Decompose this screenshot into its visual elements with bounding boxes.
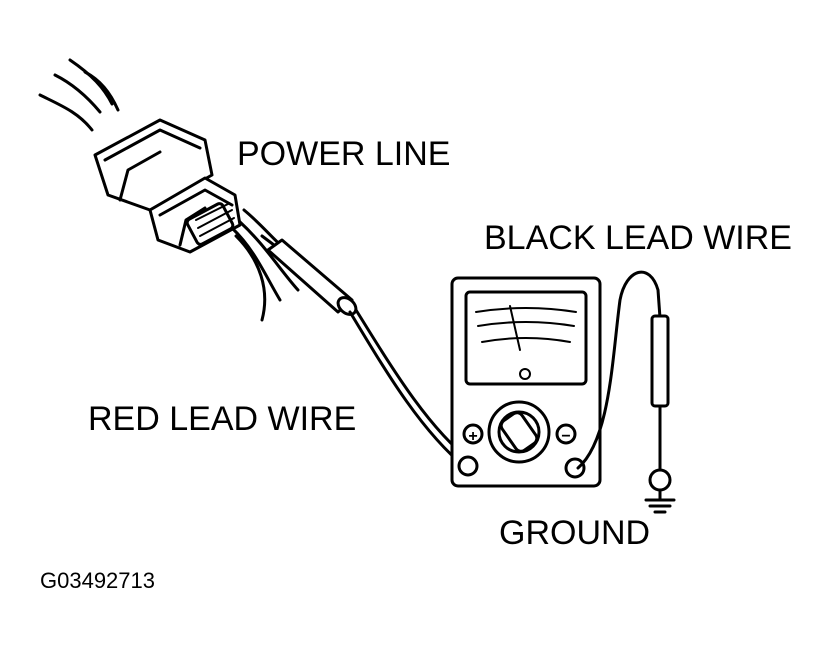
minus-terminal-sign: − [561, 428, 570, 445]
ground-symbol-icon [644, 488, 676, 514]
multimeter [450, 276, 602, 488]
power-line-label: POWER LINE [237, 135, 451, 173]
connector [93, 118, 242, 254]
red-lead-wire-label: RED LEAD WIRE [88, 400, 357, 438]
ground-label: GROUND [499, 514, 651, 552]
black-lead-wire [576, 270, 662, 470]
plus-terminal-sign: + [468, 428, 477, 445]
cable-harness [38, 58, 120, 132]
red-lead-probe [260, 234, 358, 316]
red-lead-wire [348, 310, 468, 470]
figure-id: G03492713 [40, 568, 155, 593]
black-lead-probe [648, 314, 672, 492]
black-lead-wire-label: BLACK LEAD WIRE [484, 219, 792, 257]
